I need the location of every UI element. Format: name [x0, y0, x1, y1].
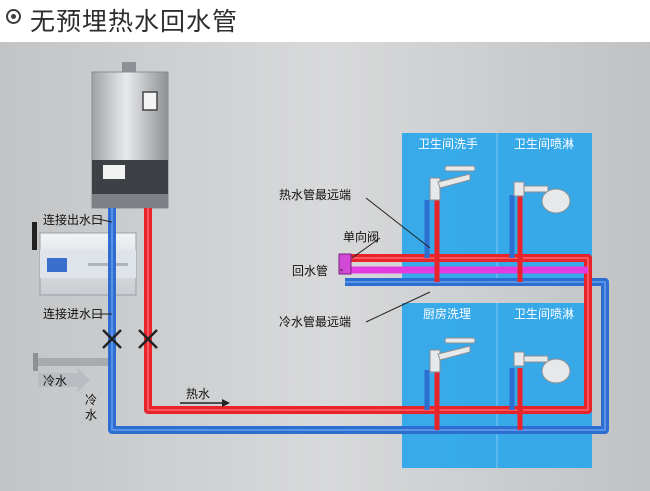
plumbing-diagram: 卫生间洗手 卫生间喷淋 厨房洗理 卫生间喷淋 — [0, 42, 650, 491]
valve-icon-cold — [102, 329, 122, 349]
shower-head-icon-bottom — [513, 351, 571, 384]
water-heater — [91, 62, 169, 209]
check-valve-icon — [338, 253, 352, 275]
title-bar: 无预埋热水回水管 — [0, 0, 650, 40]
label-hot-flow: 热水 — [186, 387, 210, 401]
faucet-icon-bath — [429, 165, 476, 201]
label-return-pipe: 回水管 — [292, 263, 328, 278]
controller-box — [32, 222, 137, 296]
label-cold-far-end: 冷水管最远端 — [279, 314, 351, 329]
faucet-icon-kitchen — [429, 337, 476, 373]
zone-label-bath-shower-top: 卫生间喷淋 — [514, 137, 574, 151]
label-inlet: 连接进水口 — [43, 306, 103, 321]
zone-label-bath-wash: 卫生间洗手 — [418, 137, 478, 151]
hot-flow-arrow-icon — [180, 399, 230, 407]
label-cold-in-arrow: 冷水 — [43, 374, 67, 388]
zone-label-kitchen: 厨房洗理 — [423, 306, 471, 321]
label-check-valve: 单向阀 — [343, 229, 379, 244]
page-title: 无预埋热水回水管 — [30, 7, 239, 36]
fixture-risers — [424, 195, 523, 430]
shower-head-icon-top — [513, 181, 571, 214]
zone-label-bath-shower-bottom: 卫生间喷淋 — [514, 307, 574, 321]
cold-inlet-arrow-icon — [38, 368, 90, 392]
label-outlet: 连接出水口 — [43, 212, 103, 227]
title-bullet-icon — [6, 9, 21, 24]
valve-icon-hot — [138, 329, 158, 349]
label-hot-far-end: 热水管最远端 — [279, 187, 351, 202]
zone-panel-kitchen — [402, 303, 497, 468]
label-cold-vertical: 冷水 — [85, 393, 97, 422]
